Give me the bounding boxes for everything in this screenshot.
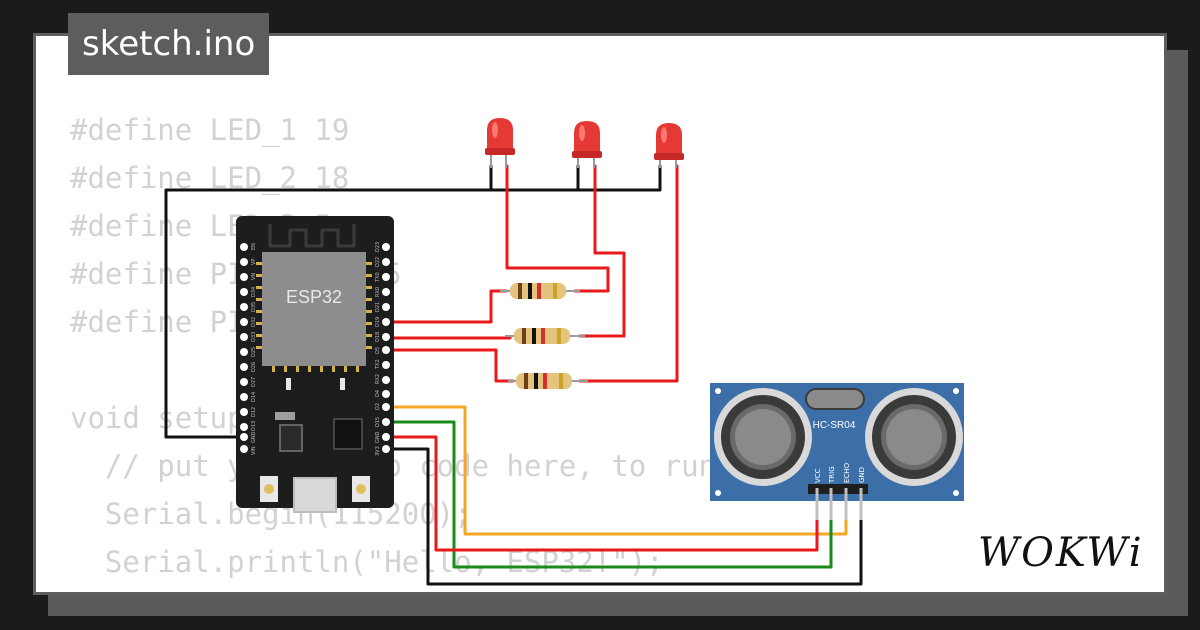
pin-label: D15	[375, 417, 381, 427]
pin-label: VIN	[251, 446, 257, 455]
pin-label: D27	[251, 377, 257, 387]
usb-port	[293, 477, 337, 513]
sensor-pin-label: GND	[858, 467, 866, 483]
wokwi-logo-text: WOKWi	[978, 530, 1144, 574]
file-tab[interactable]: sketch.ino	[68, 13, 270, 75]
esp32-board[interactable]: ESP32	[236, 216, 394, 513]
code-line: #define LED_1 19	[70, 113, 350, 147]
regulator-body	[279, 424, 303, 452]
pin-label: D19	[375, 317, 381, 327]
pin-label: D13	[251, 421, 257, 431]
wire-led2-anode	[578, 164, 626, 338]
smd-part	[286, 378, 291, 390]
pin-label: D33	[251, 332, 257, 342]
pin-label: 3V3	[375, 446, 381, 456]
pin-label: RX2	[375, 374, 381, 384]
pin-label: D23	[375, 242, 381, 252]
pin-label: TX0	[375, 272, 381, 283]
usb-uart-chip	[333, 418, 363, 450]
pin-label: GND	[375, 431, 381, 443]
reset-button[interactable]	[352, 476, 370, 502]
pin-label: D26	[251, 362, 257, 372]
sensor-pin-label: TRIG	[828, 466, 836, 484]
pin-label: D22	[375, 257, 381, 267]
pin-label: D34	[251, 287, 257, 297]
wire-vcc	[384, 435, 819, 552]
boot-button[interactable]	[260, 476, 278, 502]
led-3[interactable]	[654, 123, 684, 168]
resistor-1[interactable]	[500, 283, 580, 299]
pin-label: RX0	[375, 287, 381, 297]
project-card[interactable]: #define LED_1 19#define LED_2 18#define …	[33, 33, 1167, 595]
wire-d19	[384, 289, 508, 324]
wire-d5	[384, 348, 515, 383]
wire-gnd-bus	[164, 164, 662, 439]
smd-part	[340, 378, 345, 390]
wire-led3-anode	[578, 164, 679, 383]
pin-label: GND	[251, 431, 257, 443]
pin-label: TX2	[375, 359, 381, 370]
pin-label: D18	[375, 332, 381, 342]
pin-label: VN	[251, 273, 257, 280]
led-1[interactable]	[485, 118, 515, 168]
sensor-pin-label: VCC	[814, 468, 822, 483]
pin-label: D12	[251, 407, 257, 417]
wokwi-logo: WOKWi	[978, 530, 1144, 574]
sensor-pin-label: ECHO	[843, 462, 851, 483]
pin-label: D2	[375, 403, 381, 410]
pin-label: D4	[375, 390, 381, 397]
resistor-2[interactable]	[505, 328, 585, 344]
esp32-module	[262, 252, 366, 366]
wire-sensor-gnd	[384, 447, 863, 586]
wire-led1-anode	[505, 164, 610, 293]
pin-label: D35	[251, 302, 257, 312]
esp32-chip-label: ESP32	[286, 287, 342, 307]
regulator	[275, 412, 295, 420]
transducer-right	[865, 388, 963, 486]
pin-label: D32	[251, 317, 257, 327]
pin-label: D14	[251, 392, 257, 402]
pin-label: EN	[251, 243, 257, 250]
resistor-3[interactable]	[508, 373, 588, 389]
ultrasonic-sensor[interactable]: HC-SR04 VCC TRIG ECHO GND	[710, 383, 964, 520]
led-2[interactable]	[572, 121, 602, 168]
wire-d2-echo	[384, 420, 833, 569]
pin-label: D5	[375, 347, 381, 354]
crystal	[805, 388, 865, 410]
file-tab-label: sketch.ino	[82, 24, 256, 64]
pin-label: VP	[251, 259, 257, 265]
pin-label: D25	[251, 347, 257, 357]
sensor-label: HC-SR04	[813, 420, 856, 431]
transducer-left	[714, 388, 812, 486]
pin-label: D21	[375, 302, 381, 312]
